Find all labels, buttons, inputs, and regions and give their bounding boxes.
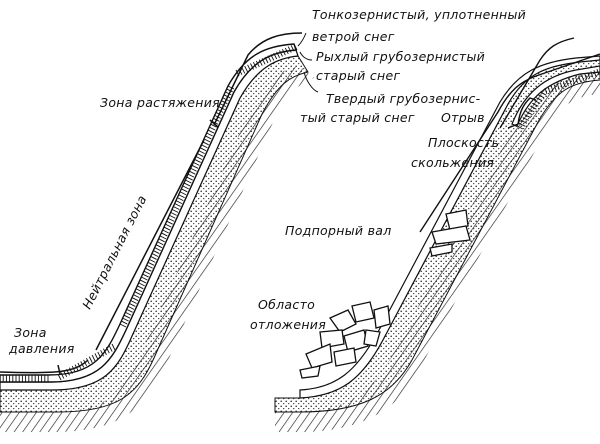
neutral-zone-bracket bbox=[95, 139, 205, 351]
tension-zone-tick bbox=[209, 119, 219, 128]
pressure-zone-tick bbox=[57, 364, 61, 375]
tension-zone-bracket bbox=[213, 32, 303, 126]
right-slope bbox=[274, 37, 600, 432]
pressure-zone-bracket bbox=[0, 359, 89, 374]
loose-snow-label-line1: Рыхлый грубозернистый bbox=[316, 49, 486, 64]
support-bank-blocks bbox=[429, 209, 471, 257]
hard-snow-label-line2: тый старый снег bbox=[300, 110, 415, 125]
pressure-zone-label-line1: Зона bbox=[14, 325, 47, 340]
loose-snow-label-line2: старый снег bbox=[316, 68, 401, 83]
break-leader bbox=[499, 37, 575, 129]
left-fine-snow-ticks bbox=[0, 43, 298, 382]
fine-snow-label-line2: ветрой снег bbox=[312, 29, 395, 44]
deposit-blocks bbox=[299, 301, 391, 379]
deposit-area-label-line1: Областо bbox=[258, 297, 316, 312]
break-label: Отрыв bbox=[441, 110, 485, 125]
tension-zone-label: Зона растяжения bbox=[100, 95, 221, 110]
break-scarp bbox=[507, 97, 537, 129]
pressure-zone-label-line2: давления bbox=[9, 341, 75, 356]
support-bank-label: Подпорный вал bbox=[285, 223, 392, 238]
slip-plane-label-line1: Плоскость bbox=[428, 135, 500, 150]
left-fine-snow-layer bbox=[0, 43, 297, 383]
right-loose-snow-layer bbox=[299, 55, 600, 399]
hard-snow-label-line1: Твердый грубозернис- bbox=[326, 91, 481, 106]
right-fine-snow-ticks bbox=[516, 68, 600, 130]
slip-plane bbox=[419, 53, 600, 233]
fine-snow-label-line1: Тонкозернистый, уплотненный bbox=[312, 7, 527, 22]
left-slope bbox=[0, 32, 314, 432]
legend-leaders bbox=[297, 32, 319, 93]
right-ground-hatch bbox=[275, 72, 600, 432]
deposit-area-label-line2: отложения bbox=[250, 317, 327, 332]
slip-plane-label-line2: скольжения bbox=[411, 155, 495, 170]
